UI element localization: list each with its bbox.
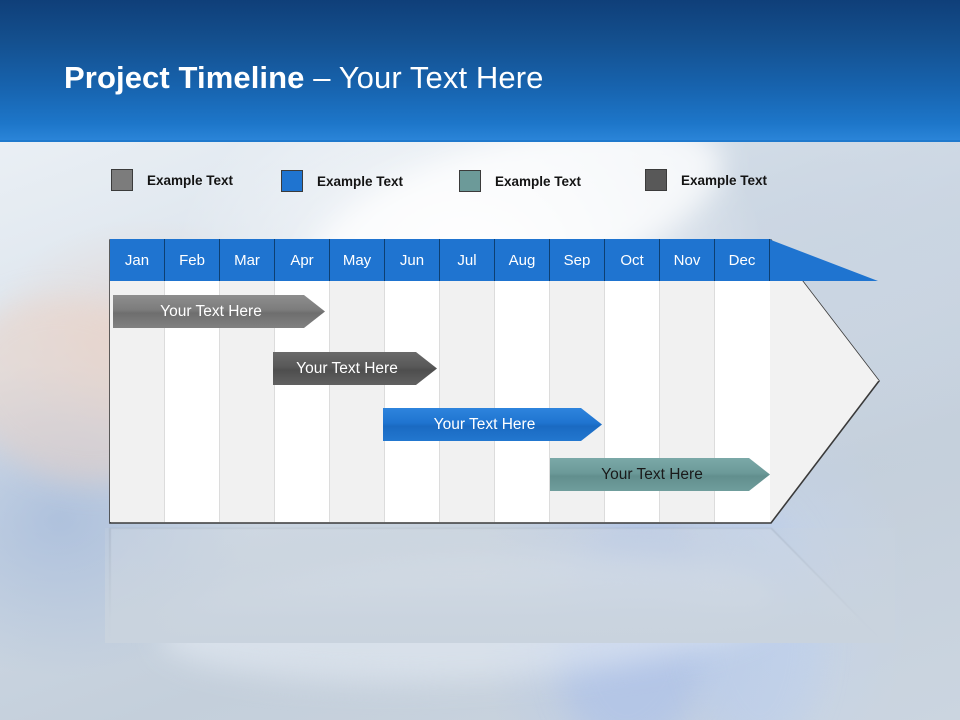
- page-title-separator: –: [304, 60, 339, 95]
- header-band: [0, 0, 960, 140]
- header-divider: [0, 140, 960, 142]
- month-cell-apr[interactable]: Apr: [275, 239, 330, 281]
- grid-column-jun: [385, 281, 440, 522]
- month-cell-sep[interactable]: Sep: [550, 239, 605, 281]
- month-cell-jan[interactable]: Jan: [110, 239, 165, 281]
- legend-swatch-blue: [281, 170, 303, 192]
- page-title-rest: Your Text Here: [338, 60, 544, 95]
- month-cell-oct[interactable]: Oct: [605, 239, 660, 281]
- grid-column-may: [330, 281, 385, 522]
- task-bar-4[interactable]: Your Text Here: [550, 458, 770, 491]
- legend-label-4: Example Text: [681, 172, 768, 188]
- task-bar-4-label: Your Text Here: [601, 465, 703, 483]
- task-bar-1-label: Your Text Here: [160, 302, 262, 320]
- legend-label-3: Example Text: [495, 173, 582, 189]
- legend-item-1[interactable]: Example Text: [111, 169, 233, 191]
- month-cell-feb[interactable]: Feb: [165, 239, 220, 281]
- month-cell-dec[interactable]: Dec: [715, 239, 770, 281]
- legend-swatch-gray-dark: [645, 169, 667, 191]
- task-bar-2[interactable]: Your Text Here: [273, 352, 437, 385]
- grid-column-jul: [440, 281, 495, 522]
- task-bar-3-label: Your Text Here: [433, 415, 536, 433]
- task-bar-1[interactable]: Your Text Here: [113, 295, 325, 328]
- task-bar-2-label: Your Text Here: [296, 359, 398, 377]
- legend-swatch-teal: [459, 170, 481, 192]
- month-cell-jul[interactable]: Jul: [440, 239, 495, 281]
- legend-item-4[interactable]: Example Text: [645, 169, 767, 191]
- page-title-bold: Project Timeline: [64, 60, 305, 95]
- legend-item-2[interactable]: Example Text: [281, 170, 403, 192]
- timeline-chart: Jan Feb Mar Apr May Jun Jul Aug Sep Oct …: [109, 239, 880, 524]
- grid-column-aug: [495, 281, 550, 522]
- page-title: Project Timeline – Your Text Here: [64, 60, 543, 96]
- legend-item-3[interactable]: Example Text: [459, 170, 581, 192]
- month-header-row: Jan Feb Mar Apr May Jun Jul Aug Sep Oct …: [110, 239, 770, 281]
- header-arrow-triangle: [770, 239, 878, 281]
- month-cell-mar[interactable]: Mar: [220, 239, 275, 281]
- month-cell-aug[interactable]: Aug: [495, 239, 550, 281]
- month-cell-may[interactable]: May: [330, 239, 385, 281]
- month-cell-nov[interactable]: Nov: [660, 239, 715, 281]
- legend-swatch-gray-light: [111, 169, 133, 191]
- month-cell-jun[interactable]: Jun: [385, 239, 440, 281]
- legend-label-1: Example Text: [147, 172, 234, 188]
- task-bar-3[interactable]: Your Text Here: [383, 408, 602, 441]
- legend-label-2: Example Text: [317, 173, 404, 189]
